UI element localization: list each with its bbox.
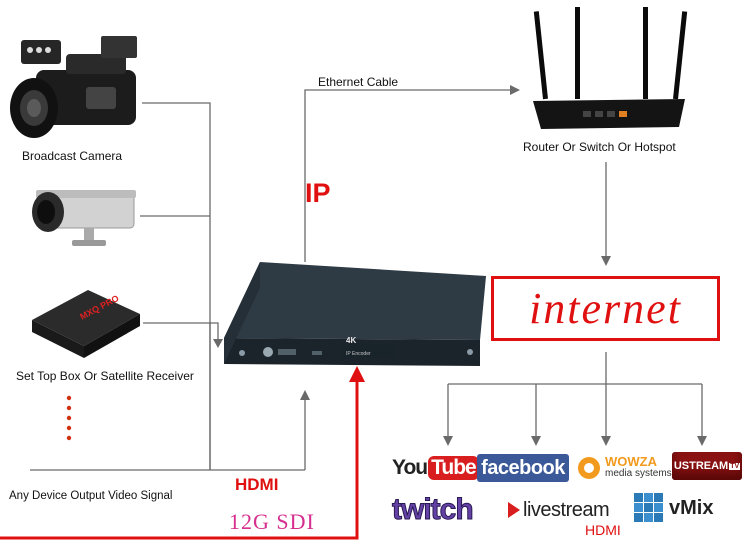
set-top-box-label: Set Top Box Or Satellite Receiver	[16, 369, 194, 383]
twitch-logo: twitch	[392, 493, 475, 527]
encoder-badge: 4K	[346, 336, 356, 345]
cctv-camera-icon	[32, 190, 136, 246]
router-icon	[533, 7, 688, 129]
livestream-icon	[508, 502, 520, 518]
wowza-icon	[578, 457, 600, 479]
livestream-hdmi-label: HDMI	[585, 522, 621, 538]
livestream-logo: livestream	[507, 496, 610, 524]
vmix-icon	[634, 493, 663, 522]
broadcast-camera-icon	[10, 36, 137, 138]
encoder-model-text: IP Encoder	[346, 351, 371, 357]
internet-box: internet	[491, 276, 720, 341]
set-top-box-icon: MXQ PRO	[32, 290, 140, 358]
wowza-logo: WOWZA media systems	[576, 452, 672, 484]
ip-label: IP	[305, 178, 331, 208]
camera-label: Broadcast Camera	[22, 149, 123, 163]
ethernet-cable-label: Ethernet Cable	[318, 75, 399, 89]
router-label: Router Or Switch Or Hotspot	[523, 140, 676, 154]
ip-encoder-device: 4K IP Encoder	[224, 262, 486, 366]
vmix-logo: vMix	[634, 492, 713, 524]
any-device-label: Any Device Output Video Signal	[9, 490, 173, 502]
facebook-logo: facebook	[477, 454, 569, 482]
hdmi-label: HDMI	[235, 475, 279, 494]
youtube-logo: You Tube	[392, 452, 479, 484]
sdi-label: 12G SDI	[229, 509, 315, 534]
ustream-logo: USTREAM TV	[672, 452, 742, 480]
internet-label: internet	[529, 284, 682, 333]
